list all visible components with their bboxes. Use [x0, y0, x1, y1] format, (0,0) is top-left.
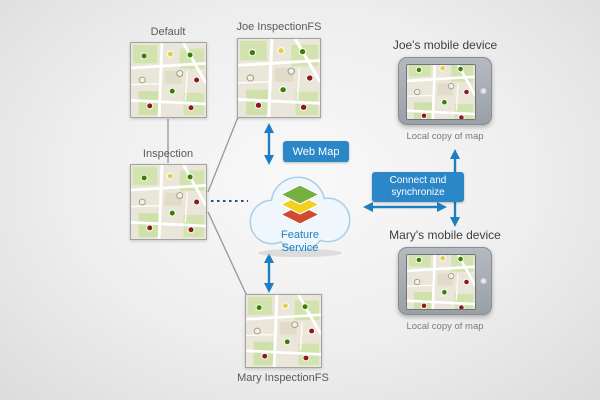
feature-service-layers-icon [279, 185, 321, 225]
joe-device-caption: Local copy of map [406, 131, 484, 142]
joe-inspectionfs-thumbnail [237, 38, 321, 118]
default-map-thumbnail [130, 42, 207, 118]
mary-tablet-device [398, 247, 492, 315]
mary-device-caption: Local copy of map [406, 321, 484, 332]
web-map-badge: Web Map [283, 141, 349, 162]
map-thumbnail-icon [407, 65, 475, 119]
joe-tablet-screen [406, 64, 476, 120]
default-map-label: Default [150, 26, 186, 38]
map-thumbnail-icon [246, 295, 321, 367]
feature-service-label: Feature Service [281, 229, 319, 254]
mary-device-label: Mary's mobile device [389, 228, 501, 242]
map-thumbnail-icon [407, 255, 475, 309]
map-thumbnail-icon [131, 165, 206, 239]
joe-inspectionfs-label: Joe InspectionFS [236, 21, 322, 33]
mary-inspectionfs-thumbnail [245, 294, 322, 368]
mary-tablet-screen [406, 254, 476, 310]
joe-device-label: Joe's mobile device [392, 38, 498, 52]
inspection-map-label: Inspection [142, 148, 194, 160]
home-button-icon [480, 87, 487, 95]
inspection-map-thumbnail [130, 164, 207, 240]
map-thumbnail-icon [238, 39, 320, 117]
home-button-icon [480, 277, 487, 285]
mary-inspectionfs-label: Mary InspectionFS [237, 372, 329, 384]
connect-synchronize-badge: Connect and synchronize [372, 172, 464, 202]
map-thumbnail-icon [131, 43, 206, 117]
joe-tablet-device [398, 57, 492, 125]
